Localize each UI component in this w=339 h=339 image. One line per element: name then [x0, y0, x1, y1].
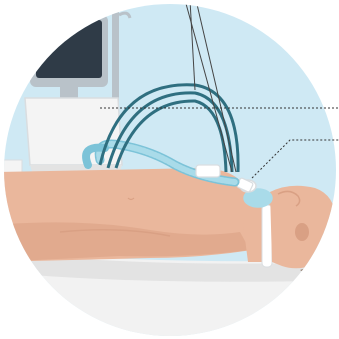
support-wires: [184, 4, 237, 173]
ventilator-body: [24, 97, 123, 166]
patient-face: [277, 190, 301, 207]
tubing-loop: [82, 143, 109, 169]
patient: [4, 168, 336, 281]
iv-pole: [112, 5, 119, 125]
endotracheal-tube: [236, 177, 273, 208]
iv-hook: [118, 11, 132, 19]
chest-detail: [127, 197, 135, 201]
dark-tube-3: [114, 99, 228, 173]
y-connector: [195, 164, 221, 178]
tube-strap: [261, 204, 273, 268]
support-wire-1: [189, 4, 196, 91]
callout-line-endotracheal-tube: [251, 139, 339, 179]
patient-arm: [4, 222, 250, 262]
callouts: [100, 107, 339, 179]
monitor-mount: [60, 86, 78, 100]
monitor-screen: [36, 20, 102, 78]
tube-connector: [243, 188, 273, 208]
arm-line: [59, 229, 171, 237]
support-wire-2: [184, 4, 233, 173]
support-wire-3: [195, 4, 237, 173]
patient-ear: [295, 223, 309, 241]
